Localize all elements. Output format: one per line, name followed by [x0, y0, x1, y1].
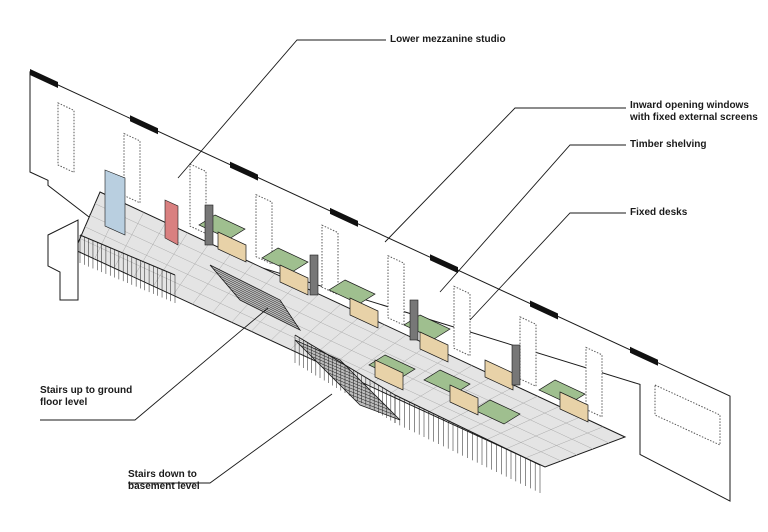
- leader-desks: [469, 212, 626, 321]
- stair-tread: [327, 372, 371, 391]
- leader-stairs-up: [40, 307, 269, 421]
- label-stairs-down: Stairs down to basement level: [128, 469, 200, 493]
- stair-tread: [316, 361, 361, 381]
- label-desks: Fixed desks: [630, 207, 688, 218]
- entry-wall: [47, 219, 79, 301]
- timber-shelving: [484, 359, 514, 391]
- coping-block: [130, 115, 158, 135]
- coping-block: [430, 254, 458, 274]
- external-screen: [387, 254, 405, 326]
- leader-stairs-down: [128, 393, 333, 484]
- stair-tread: [212, 268, 283, 304]
- stair-tread: [224, 282, 291, 316]
- glass-partition: [104, 169, 126, 236]
- floor-grid-line: [94, 203, 610, 444]
- coping-block: [530, 300, 558, 320]
- building-axonometric: [29, 69, 731, 502]
- label-stairs-down-line2: basement level: [128, 481, 200, 492]
- stair-tread: [218, 275, 287, 310]
- coping-block: [630, 346, 658, 366]
- end-window-screen: [654, 384, 721, 446]
- column: [511, 344, 521, 386]
- stair-tread: [300, 345, 346, 366]
- external-screen: [123, 132, 141, 204]
- timber-shelving: [559, 391, 589, 423]
- timber-shelving: [374, 359, 404, 391]
- floor-grid-line: [349, 334, 407, 377]
- leader-shelving: [439, 144, 626, 293]
- label-mezzanine: Lower mezzanine studio: [390, 34, 506, 45]
- coping-block: [30, 69, 58, 88]
- stair-tread: [338, 383, 381, 401]
- timber-shelving: [279, 264, 309, 296]
- column: [409, 299, 419, 341]
- stair-tread: [354, 399, 396, 416]
- leader-lines: [40, 39, 626, 484]
- external-screen: [189, 163, 207, 235]
- label-stairs-down-line1: Stairs down to: [128, 469, 197, 480]
- stair-tread: [221, 278, 289, 313]
- column: [309, 254, 319, 296]
- label-stairs-up-line1: Stairs up to ground: [40, 385, 133, 396]
- external-screen: [585, 346, 603, 418]
- label-shelving: Timber shelving: [630, 139, 707, 150]
- external-screen: [453, 285, 471, 357]
- leader-mezzanine: [177, 39, 386, 179]
- stair-tread: [236, 296, 299, 328]
- label-windows-line2: with fixed external screens: [630, 112, 758, 123]
- label-windows: Inward opening windows with fixed extern…: [630, 100, 758, 124]
- external-screen: [519, 316, 537, 388]
- floor-grid-line: [153, 232, 188, 287]
- leader-windows: [384, 107, 626, 243]
- timber-shelving: [349, 297, 379, 329]
- external-screen: [255, 193, 273, 265]
- timber-shelving: [217, 231, 247, 263]
- red-panel: [164, 199, 179, 246]
- floor-grid-line: [133, 222, 166, 278]
- label-stairs-up-line2: floor level: [40, 397, 88, 408]
- floor-grid-line: [270, 293, 319, 341]
- stair-tread: [233, 292, 297, 325]
- coping-block: [230, 161, 258, 181]
- stair-tread: [332, 377, 376, 396]
- external-screen: [57, 102, 75, 174]
- stair-tread: [215, 271, 285, 307]
- floor-grid-line: [486, 406, 560, 441]
- floor-grid-line: [192, 253, 232, 305]
- coping-block: [330, 207, 358, 227]
- stair-tread: [311, 356, 356, 376]
- stair-tread: [321, 366, 366, 386]
- floor-grid-line: [172, 242, 210, 296]
- floor-grid-line: [79, 238, 562, 462]
- label-windows-line1: Inward opening windows: [630, 100, 749, 111]
- label-stairs-up: Stairs up to ground floor level: [40, 385, 132, 409]
- stair-tread: [305, 350, 351, 371]
- floor-grid-line: [505, 416, 582, 450]
- floor-grid-line: [446, 385, 516, 423]
- fixed-desk: [473, 399, 521, 425]
- timber-shelving: [449, 384, 479, 416]
- floor-grid-line: [525, 426, 604, 459]
- column: [204, 204, 214, 246]
- stair-tread: [227, 285, 293, 319]
- stair-tread: [349, 393, 391, 411]
- stair-tread: [230, 289, 295, 322]
- timber-shelving: [419, 331, 449, 363]
- external-screen: [321, 224, 339, 296]
